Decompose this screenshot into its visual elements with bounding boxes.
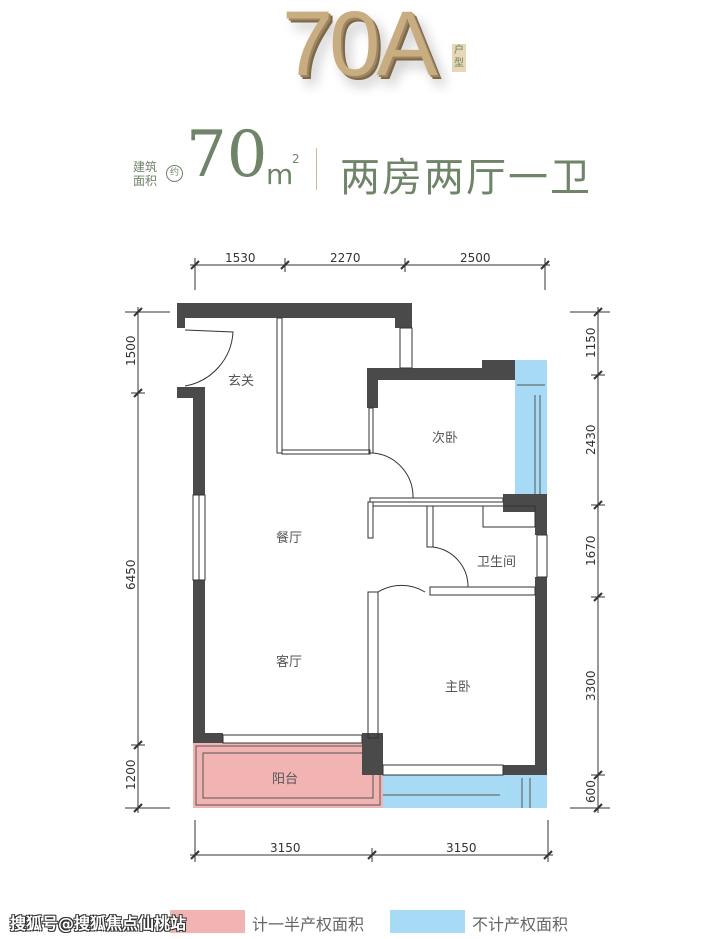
unit-type-tag: 户型 — [452, 44, 466, 72]
area-unit: m — [266, 158, 294, 191]
dim-right-3: 1670 — [584, 535, 598, 566]
bay-window-bottom — [383, 775, 547, 808]
dim-right-4: 3300 — [584, 670, 598, 701]
dim-left-1: 1500 — [124, 335, 138, 366]
room-label-entry: 玄关 — [228, 374, 254, 389]
room-label-bathroom: 卫生间 — [477, 555, 516, 570]
legend-label-half-area: 计一半产权面积 — [252, 915, 365, 934]
room-label-living: 客厅 — [276, 654, 302, 670]
dim-left-2: 6450 — [124, 559, 138, 590]
divider — [316, 148, 317, 190]
unit-type-title: 70A — [282, 0, 438, 95]
layout-name: 两房两厅一卫 — [340, 155, 592, 201]
dim-right-5: 600 — [584, 780, 598, 803]
dim-right-2: 2430 — [584, 424, 598, 455]
dim-top-2: 2270 — [330, 251, 361, 265]
legend-label-excluded-area: 不计产权面积 — [472, 915, 569, 934]
room-label-dining: 餐厅 — [276, 530, 302, 546]
room-label-second-bedroom: 次卧 — [432, 430, 458, 446]
legend-swatch-half-area — [170, 910, 245, 933]
walls — [177, 303, 547, 775]
dim-top-3: 2500 — [460, 251, 491, 265]
area-value: 70 — [186, 118, 268, 192]
room-label-master-bedroom: 主卧 — [445, 680, 471, 695]
room-label-balcony: 阳台 — [272, 772, 298, 787]
dim-top-1: 1530 — [225, 251, 256, 265]
dim-bottom-1: 3150 — [270, 841, 301, 855]
balcony-half-area — [193, 743, 383, 808]
dim-bottom-2: 3150 — [446, 841, 477, 855]
approx-badge: 约 — [166, 165, 183, 182]
bay-window-right — [515, 360, 547, 494]
area-label: 建筑面积 — [133, 160, 158, 188]
area-unit-sup: 2 — [292, 152, 300, 166]
watermark: 搜狐号@搜狐焦点仙桃站 — [10, 914, 187, 933]
dim-left-3: 1200 — [124, 759, 138, 790]
legend-swatch-excluded-area — [390, 910, 465, 933]
dim-right-1: 1150 — [584, 327, 598, 358]
